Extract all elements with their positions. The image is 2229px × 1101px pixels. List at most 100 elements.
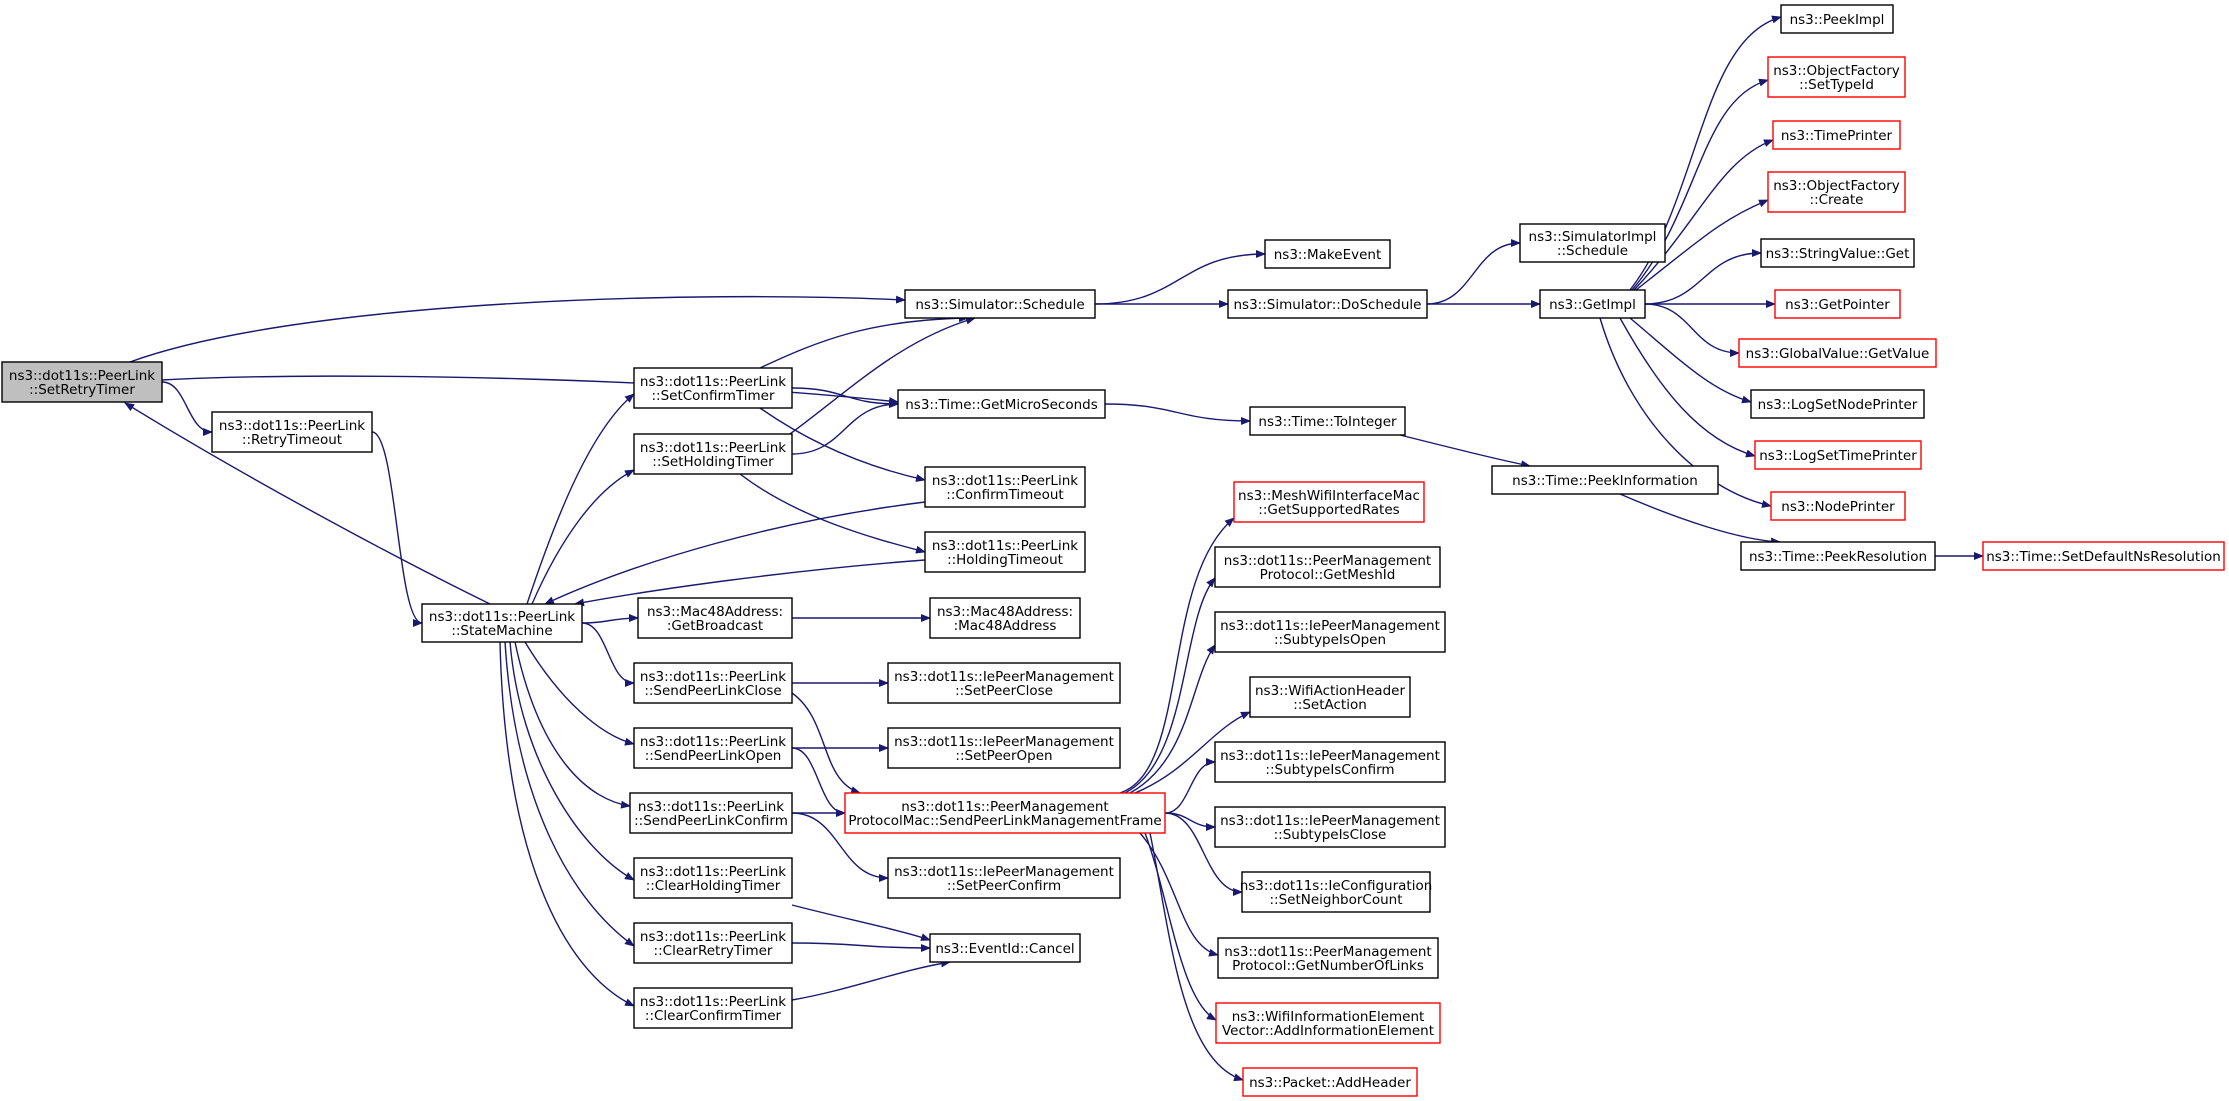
node-label: ns3::GlobalValue::GetValue [1746, 346, 1930, 362]
node-box [1774, 289, 1901, 319]
node-box [1227, 289, 1428, 319]
node-subclose[interactable]: ns3::dot11s::IePeerManagement::SubtypeIs… [1214, 806, 1446, 848]
node-clearconfirm[interactable]: ns3::dot11s::PeerLink::ClearConfirmTimer [633, 987, 793, 1029]
node-label: ns3::EventId::Cancel [935, 941, 1074, 957]
node-label: ns3::dot11s::PeerLink [640, 440, 786, 456]
node-sendconfirm[interactable]: ns3::dot11s::PeerLink::SendPeerLinkConfi… [629, 792, 793, 834]
node-subconfirm[interactable]: ns3::dot11s::IePeerManagement::SubtypeIs… [1214, 741, 1446, 783]
node-statemachine[interactable]: ns3::dot11s::PeerLink::StateMachine [421, 603, 583, 643]
edge-setretry-to-getmicro [161, 375, 899, 405]
edge-sendclose-to-sendmgmt [791, 692, 861, 795]
edge-retrytimeout-to-statemachine [371, 431, 423, 627]
node-label: ns3::StringValue::Get [1766, 246, 1910, 262]
node-retrytimeout[interactable]: ns3::dot11s::PeerLink::RetryTimeout [211, 411, 373, 453]
node-getmicro[interactable]: ns3::Time::GetMicroSeconds [897, 389, 1106, 419]
node-getnumlinks[interactable]: ns3::dot11s::PeerManagementProtocol::Get… [1217, 937, 1439, 979]
node-label: ::SubtypeIsClose [1274, 827, 1387, 843]
node-box [924, 531, 1086, 573]
node-box [887, 662, 1121, 704]
edge-statemachine-to-clearconfirm [499, 641, 635, 1007]
edge-getimpl-to-logtime [1619, 317, 1756, 458]
node-getpointer[interactable]: ns3::GetPointer [1774, 289, 1901, 319]
node-label: ns3::dot11s::IePeerManagement [894, 669, 1114, 685]
node-label: ::Create [1810, 192, 1864, 208]
node-doschedule[interactable]: ns3::Simulator::DoSchedule [1227, 289, 1428, 319]
node-addheader[interactable]: ns3::Packet::AddHeader [1242, 1067, 1418, 1097]
node-sendclose[interactable]: ns3::dot11s::PeerLink::SendPeerLinkClose [633, 662, 793, 704]
node-box [904, 289, 1096, 319]
edge-sendmgmt-to-subopen [1129, 644, 1216, 794]
node-box [887, 727, 1121, 769]
edge-confirmtimeout-to-statemachine [544, 501, 926, 605]
node-setholding[interactable]: ns3::dot11s::PeerLink::SetHoldingTimer [633, 433, 793, 475]
node-peekres[interactable]: ns3::Time::PeekResolution [1740, 541, 1936, 571]
node-setpeeropen[interactable]: ns3::dot11s::IePeerManagement::SetPeerOp… [887, 727, 1121, 769]
node-label: ns3::ObjectFactory [1773, 178, 1900, 194]
node-holdingtimeout[interactable]: ns3::dot11s::PeerLink::HoldingTimeout [924, 531, 1086, 573]
edge-statemachine-to-getbroadcast [581, 614, 639, 624]
edge-getimpl-to-timeprinter [1633, 139, 1774, 291]
node-gvgetvalue[interactable]: ns3::GlobalValue::GetValue [1738, 338, 1937, 368]
node-getimpl[interactable]: ns3::GetImpl [1539, 289, 1646, 319]
node-logtime[interactable]: ns3::LogSetTimePrinter [1754, 440, 1922, 470]
node-makeevent[interactable]: ns3::MakeEvent [1264, 239, 1391, 269]
node-box [1249, 406, 1406, 436]
node-label: Vector::AddInformationElement [1222, 1023, 1434, 1039]
edge-sendmgmt-to-setaction [1134, 711, 1251, 794]
node-label: ns3::WifiActionHeader [1255, 683, 1405, 699]
node-cancel[interactable]: ns3::EventId::Cancel [929, 933, 1081, 963]
node-setconfirm[interactable]: ns3::dot11s::PeerLink::SetConfirmTimer [633, 367, 793, 409]
node-mac48[interactable]: ns3::Mac48Address::Mac48Address [929, 597, 1081, 639]
edge-setconfirm-to-confirmtimeout [759, 407, 926, 482]
node-confirmtimeout[interactable]: ns3::dot11s::PeerLink::ConfirmTimeout [924, 466, 1086, 508]
node-peekinfo[interactable]: ns3::Time::PeekInformation [1491, 465, 1719, 495]
node-label: ns3::MakeEvent [1274, 247, 1382, 263]
node-timeprinter[interactable]: ns3::TimePrinter [1772, 120, 1901, 150]
node-box [1214, 611, 1446, 653]
node-label: ns3::Time::SetDefaultNsResolution [1986, 549, 2221, 565]
edge-setconfirm-to-getmicro [791, 387, 899, 408]
node-sendopen[interactable]: ns3::dot11s::PeerLink::SendPeerLinkOpen [633, 727, 793, 769]
node-label: ns3::dot11s::PeerManagement [1224, 553, 1431, 569]
edge-sendmgmt-to-subconfirm [1164, 758, 1216, 814]
node-getmeshid[interactable]: ns3::dot11s::PeerManagementProtocol::Get… [1214, 546, 1441, 588]
node-setretry[interactable]: ns3::dot11s::PeerLink::SetRetryTimer [1, 361, 163, 403]
node-setneighbor[interactable]: ns3::dot11s::IeConfiguration::SetNeighbo… [1240, 871, 1433, 913]
node-getbroadcast[interactable]: ns3::Mac48Address::GetBroadcast [637, 597, 793, 639]
edge-statemachine-to-setholding [531, 469, 635, 605]
node-label: ns3::dot11s::PeerLink [219, 418, 365, 434]
node-label: ns3::LogSetTimePrinter [1759, 448, 1917, 464]
node-nodeprinter[interactable]: ns3::NodePrinter [1770, 491, 1906, 521]
node-label: ns3::dot11s::PeerLink [932, 538, 1078, 554]
node-label: ns3::dot11s::PeerLink [640, 864, 786, 880]
node-label: ns3::dot11s::IePeerManagement [1220, 618, 1440, 634]
node-clearholding[interactable]: ns3::dot11s::PeerLink::ClearHoldingTimer [633, 857, 793, 899]
node-setdefault[interactable]: ns3::Time::SetDefaultNsResolution [1982, 541, 2225, 571]
node-ofcreate[interactable]: ns3::ObjectFactory::Create [1767, 171, 1906, 213]
node-setpeerclose[interactable]: ns3::dot11s::IePeerManagement::SetPeerCl… [887, 662, 1121, 704]
node-subopen[interactable]: ns3::dot11s::IePeerManagement::SubtypeIs… [1214, 611, 1446, 653]
node-addinfo[interactable]: ns3::WifiInformationElementVector::AddIn… [1215, 1002, 1441, 1044]
node-toint[interactable]: ns3::Time::ToInteger [1249, 406, 1406, 436]
node-schedule[interactable]: ns3::Simulator::Schedule [904, 289, 1096, 319]
edge-statemachine-to-setretry [124, 402, 491, 605]
node-getsupported[interactable]: ns3::MeshWifiInterfaceMac::GetSupportedR… [1233, 481, 1425, 523]
node-settypeid[interactable]: ns3::ObjectFactory::SetTypeId [1767, 56, 1906, 98]
node-box [1770, 491, 1906, 521]
node-setpeerconfirm[interactable]: ns3::dot11s::IePeerManagement::SetPeerCo… [887, 857, 1121, 899]
node-label: ns3::dot11s::IePeerManagement [1220, 813, 1440, 829]
node-implschedule[interactable]: ns3::SimulatorImpl::Schedule [1519, 223, 1666, 263]
node-setaction[interactable]: ns3::WifiActionHeader::SetAction [1249, 676, 1411, 718]
node-lognode[interactable]: ns3::LogSetNodePrinter [1750, 389, 1925, 419]
node-box [1249, 676, 1411, 718]
node-label: ::SetHoldingTimer [652, 454, 774, 470]
node-sendmgmt[interactable]: ns3::dot11s::PeerManagementProtocolMac::… [844, 792, 1166, 834]
node-peekimpl[interactable]: ns3::PeekImpl [1780, 4, 1894, 34]
node-strget[interactable]: ns3::StringValue::Get [1760, 238, 1915, 268]
node-box [1264, 239, 1391, 269]
node-box [1242, 1067, 1418, 1097]
node-label: ns3::SimulatorImpl [1529, 229, 1657, 245]
node-clearretry[interactable]: ns3::dot11s::PeerLink::ClearRetryTimer [633, 922, 793, 964]
edge-getimpl-to-nodeprinter [1599, 317, 1772, 508]
